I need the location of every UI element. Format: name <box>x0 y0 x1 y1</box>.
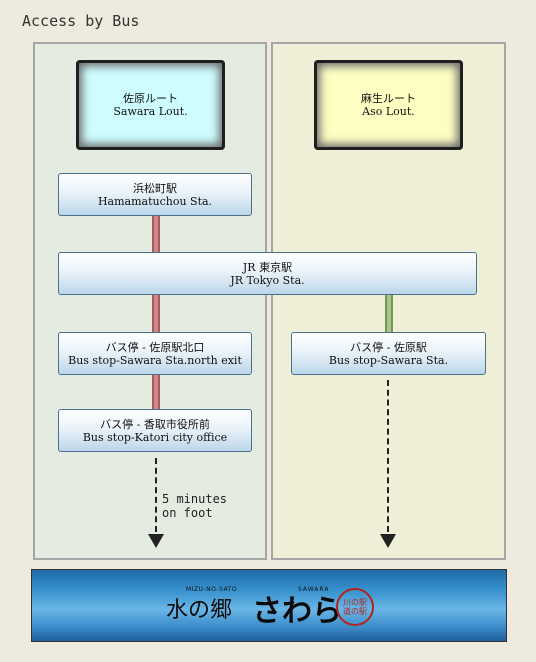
stop-jp: バス停 - 香取市役所前 <box>100 417 210 431</box>
stop-jp: JR 東京駅 <box>242 260 293 274</box>
page-title: Access by Bus <box>22 12 140 30</box>
aso-route-jp: 麻生ルート <box>361 92 416 105</box>
stop-sawara-sta: バス停 - 佐原駅 Bus stop-Sawara Sta. <box>291 332 486 375</box>
walk-path-right <box>387 380 389 532</box>
mizu-no-sato-banner[interactable]: MIZU-NO-SATO SAWARA 水の郷 さわら 川の駅 道の駅 <box>31 569 507 642</box>
sawara-route-en: Sawara Lout. <box>113 105 188 118</box>
arrow-down-icon <box>148 534 164 548</box>
stop-jp: バス停 - 佐原駅 <box>350 340 427 354</box>
stop-jp: 浜松町駅 <box>133 181 177 195</box>
stop-hamamatsucho: 浜松町駅 Hamamatuchou Sta. <box>58 173 252 216</box>
walk-note: 5 minutes on foot <box>162 492 228 520</box>
logo-small-text-2: SAWARA <box>298 586 330 593</box>
stop-en: Hamamatuchou Sta. <box>97 194 213 208</box>
sawara-route-line <box>152 375 160 409</box>
stop-en: JR Tokyo Sta. <box>230 273 305 287</box>
stop-en: Bus stop-Sawara Sta. <box>328 353 449 367</box>
sawara-logo: MIZU-NO-SATO SAWARA 水の郷 さわら 川の駅 道の駅 <box>166 584 374 632</box>
walk-path-left <box>155 458 157 532</box>
sawara-route-jp: 佐原ルート <box>123 92 178 105</box>
stop-en: Bus stop-Sawara Sta.north exit <box>68 353 242 367</box>
sawara-route-header: 佐原ルート Sawara Lout. <box>76 60 225 150</box>
aso-route-en: Aso Lout. <box>362 105 415 118</box>
aso-route-line <box>385 295 393 332</box>
logo-small-text: MIZU-NO-SATO <box>186 586 238 593</box>
seal-text: 川の駅 道の駅 <box>343 598 367 616</box>
sawara-route-line <box>152 216 160 253</box>
stop-jp: バス停 - 佐原駅北口 <box>105 340 205 354</box>
seal-icon: 川の駅 道の駅 <box>336 588 374 626</box>
logo-name-script: さわら <box>252 594 342 629</box>
sawara-route-line <box>152 295 160 332</box>
arrow-down-icon <box>380 534 396 548</box>
aso-route-header: 麻生ルート Aso Lout. <box>314 60 463 150</box>
stop-sawara-north-exit: バス停 - 佐原駅北口 Bus stop-Sawara Sta.north ex… <box>58 332 252 375</box>
logo-name-jp: 水の郷 <box>166 598 233 623</box>
stop-jr-tokyo: JR 東京駅 JR Tokyo Sta. <box>58 252 477 295</box>
stop-katori-city-office: バス停 - 香取市役所前 Bus stop-Katori city office <box>58 409 252 452</box>
stop-en: Bus stop-Katori city office <box>82 430 228 444</box>
